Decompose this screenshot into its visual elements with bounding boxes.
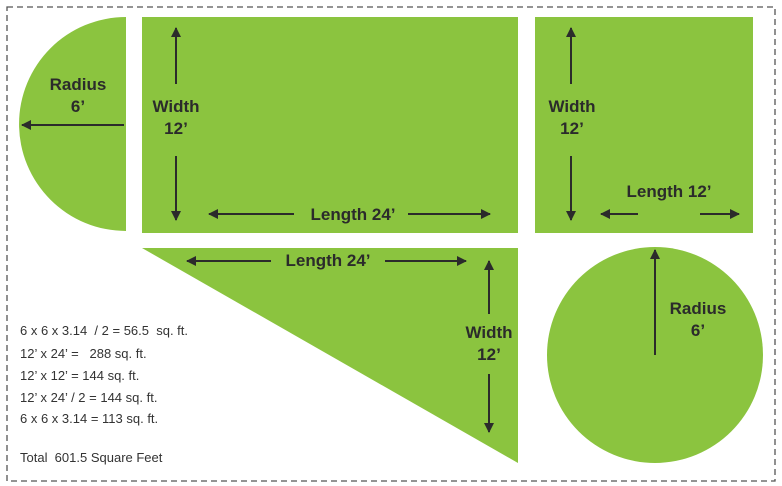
calc-line-half-circle: 6 x 6 x 3.14 / 2 = 56.5 sq. ft. — [20, 323, 189, 338]
calc-line-circle: 6 x 6 x 3.14 = 113 sq. ft. — [20, 411, 159, 426]
big-rectangle-width-label: Width — [152, 97, 199, 116]
circle-radius-label: Radius — [670, 299, 727, 318]
triangle-length-label: Length 24’ — [285, 251, 370, 270]
small-square-width-label: Width — [548, 97, 595, 116]
big-rectangle-length-label: Length 24’ — [310, 205, 395, 224]
half-circle-shape: Radius 6’ — [19, 17, 127, 231]
big-rectangle-fill — [142, 17, 518, 233]
circle-shape: Radius 6’ — [547, 247, 763, 463]
calc-line-small-square: 12’ x 12’ = 144 sq. ft. — [20, 368, 140, 383]
circle-radius-value: 6’ — [691, 321, 705, 340]
triangle-fill — [142, 248, 518, 463]
calc-line-big-rectangle: 12’ x 24’ = 288 sq. ft. — [20, 346, 147, 361]
big-rectangle-shape: Width 12’ Length 24’ — [142, 17, 518, 233]
dashed-border — [6, 6, 776, 482]
calc-line-triangle: 12’ x 24’ / 2 = 144 sq. ft. — [20, 390, 158, 405]
small-square-width-value: 12’ — [560, 119, 584, 138]
half-circle-radius-value: 6’ — [71, 97, 85, 116]
half-circle-radius-label: Radius — [50, 75, 107, 94]
triangle-width-value: 12’ — [477, 345, 501, 364]
triangle-width-label: Width — [465, 323, 512, 342]
total-area: Total 601.5 Square Feet — [20, 450, 163, 465]
triangle-shape: Length 24’ Width 12’ — [142, 248, 518, 463]
big-rectangle-width-value: 12’ — [164, 119, 188, 138]
small-square-length-label: Length 12’ — [626, 182, 711, 201]
small-square-shape: Width 12’ Length 12’ — [535, 17, 753, 233]
